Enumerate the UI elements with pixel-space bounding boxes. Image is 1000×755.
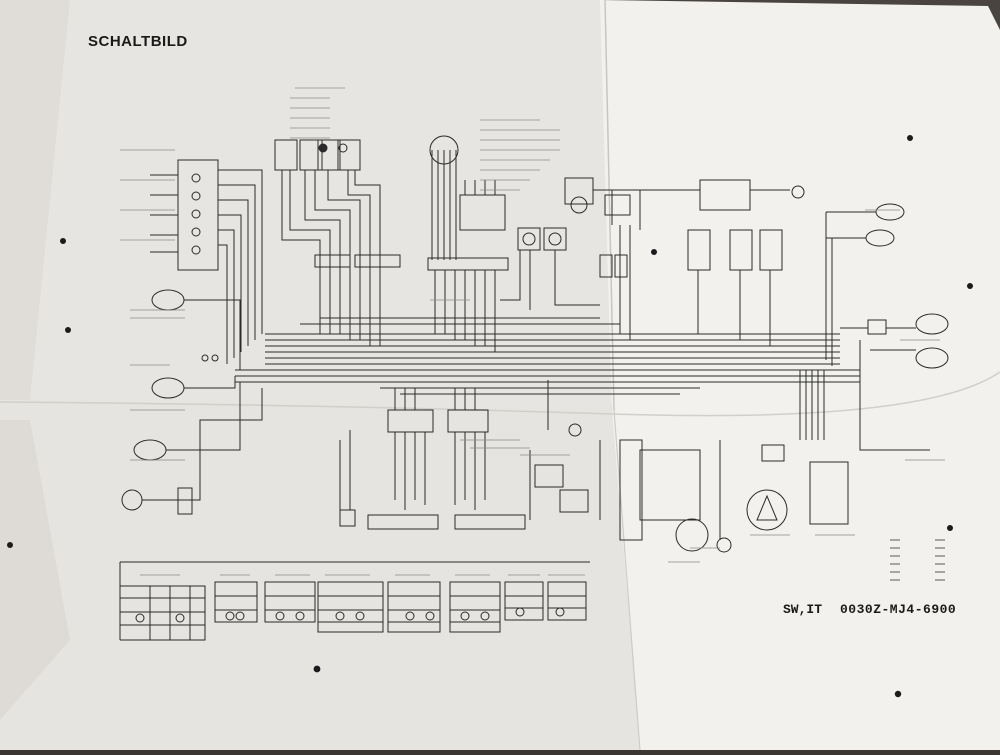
central-bundle [427,135,600,352]
diagram-title: SCHALTBILD [88,33,188,50]
main-harness [235,317,860,395]
wiring-diagram [119,135,949,641]
left-lamps [121,289,263,515]
top-connector-block [274,139,401,346]
wire-color-legend [890,539,945,581]
left-switch-cluster [150,159,263,364]
small-label-marks [120,87,945,576]
document-code-prefix: SW,IT [783,602,823,617]
lower-switch-block [339,380,732,553]
starter-battery-section [564,177,805,346]
right-lamps [746,203,949,531]
switch-tables [119,561,590,641]
part-number: 0030Z-MJ4-6900 [840,602,957,617]
punch-holes [7,135,973,698]
